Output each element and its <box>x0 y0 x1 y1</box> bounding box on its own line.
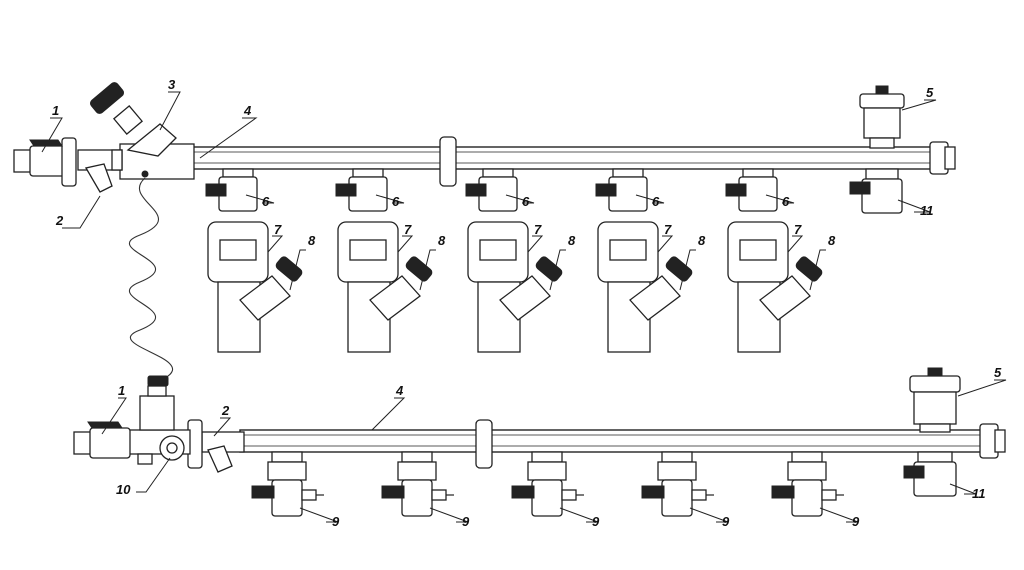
label-ball-valve-top: 1 <box>52 103 59 118</box>
bottom-circuit <box>641 451 714 517</box>
top-balancing-valve <box>89 82 195 180</box>
label-flow-meter: 7 <box>274 222 282 237</box>
bottom-strainer <box>187 419 245 473</box>
bottom-air-vent <box>909 367 961 433</box>
label-flow-meter: 7 <box>664 222 672 237</box>
label-supply-ball-valve: 6 <box>262 194 270 209</box>
label-supply-ball-valve: 6 <box>522 194 530 209</box>
label-supply-ball-valve: 6 <box>782 194 790 209</box>
top-circuit <box>205 168 303 353</box>
label-angle-valve: 8 <box>828 233 836 248</box>
bottom-circuit <box>511 451 584 517</box>
label-flow-meter: 7 <box>534 222 542 237</box>
label-return-ball-valve: 9 <box>332 514 340 529</box>
leader-lines <box>41 91 1007 523</box>
bottom-circuit <box>251 451 324 517</box>
top-circuit <box>595 168 693 353</box>
top-circuit <box>335 168 433 353</box>
top-end-drain-valve <box>849 168 903 214</box>
label-strainer-top: 2 <box>55 213 64 228</box>
label-end-drain-bottom: 11 <box>972 486 986 501</box>
label-angle-valve: 8 <box>438 233 446 248</box>
label-end-drain-top: 11 <box>920 203 934 218</box>
bottom-circuits <box>251 451 844 517</box>
top-air-vent <box>859 85 905 149</box>
label-angle-valve: 8 <box>698 233 706 248</box>
label-flow-meter: 7 <box>794 222 802 237</box>
top-strainer <box>77 149 123 193</box>
top-inlet-ball-valve <box>13 137 77 187</box>
label-ball-valve-bottom: 1 <box>118 383 125 398</box>
label-supply-ball-valve: 6 <box>392 194 400 209</box>
top-manifold-bar <box>189 146 946 170</box>
top-manifold <box>13 82 956 214</box>
bottom-manifold-bar <box>239 429 996 453</box>
callout-labels: 1 2 3 4 5 11 6 6 6 6 6 7 7 7 7 7 8 8 8 8… <box>52 77 1002 529</box>
label-angle-valve: 8 <box>568 233 576 248</box>
label-manifold-bar-top: 4 <box>243 103 252 118</box>
bottom-circuit <box>771 451 844 517</box>
label-supply-ball-valve: 6 <box>652 194 660 209</box>
bottom-manifold <box>73 367 1006 497</box>
label-air-vent-bottom: 5 <box>994 365 1002 380</box>
label-return-ball-valve: 9 <box>722 514 730 529</box>
label-return-ball-valve: 9 <box>462 514 470 529</box>
top-circuit <box>725 168 823 353</box>
label-flow-meter: 7 <box>404 222 412 237</box>
label-return-ball-valve: 9 <box>592 514 600 529</box>
label-strainer-bottom: 2 <box>221 403 230 418</box>
label-air-vent-top: 5 <box>926 85 934 100</box>
top-bracket <box>439 136 457 187</box>
bottom-circuit <box>381 451 454 517</box>
capillary-hose <box>128 177 174 379</box>
top-circuits <box>205 168 823 353</box>
bottom-inlet-ball-valve <box>73 421 131 459</box>
label-balancing-valve: 3 <box>168 77 176 92</box>
bottom-bracket <box>475 419 493 469</box>
top-circuit <box>465 168 563 353</box>
label-return-ball-valve: 9 <box>852 514 860 529</box>
label-manifold-bar-bottom: 4 <box>395 383 404 398</box>
label-angle-valve: 8 <box>308 233 316 248</box>
bottom-end-drain-valve <box>903 451 957 497</box>
bottom-pressure-gauge <box>127 375 191 465</box>
label-pressure-gauge: 10 <box>116 482 131 497</box>
